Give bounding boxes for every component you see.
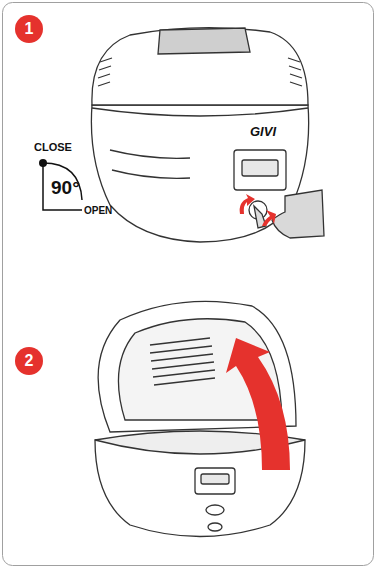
step-number-circle: 1 — [15, 15, 43, 43]
open-case — [95, 301, 305, 536]
angle-label: 90° — [51, 177, 80, 199]
panel-frame — [3, 3, 374, 566]
rotation-symbol — [43, 163, 82, 210]
step-number-circle: 2 — [15, 347, 43, 375]
step-number: 1 — [25, 20, 34, 38]
rotation-dot — [39, 159, 47, 167]
brand-logo: GIVI — [250, 124, 276, 139]
close-label: CLOSE — [34, 141, 72, 153]
open-arrow — [226, 338, 290, 470]
step-number: 2 — [25, 352, 34, 370]
turn-arrows — [240, 194, 276, 226]
open-label: OPEN — [84, 205, 112, 216]
closed-case — [91, 28, 324, 242]
